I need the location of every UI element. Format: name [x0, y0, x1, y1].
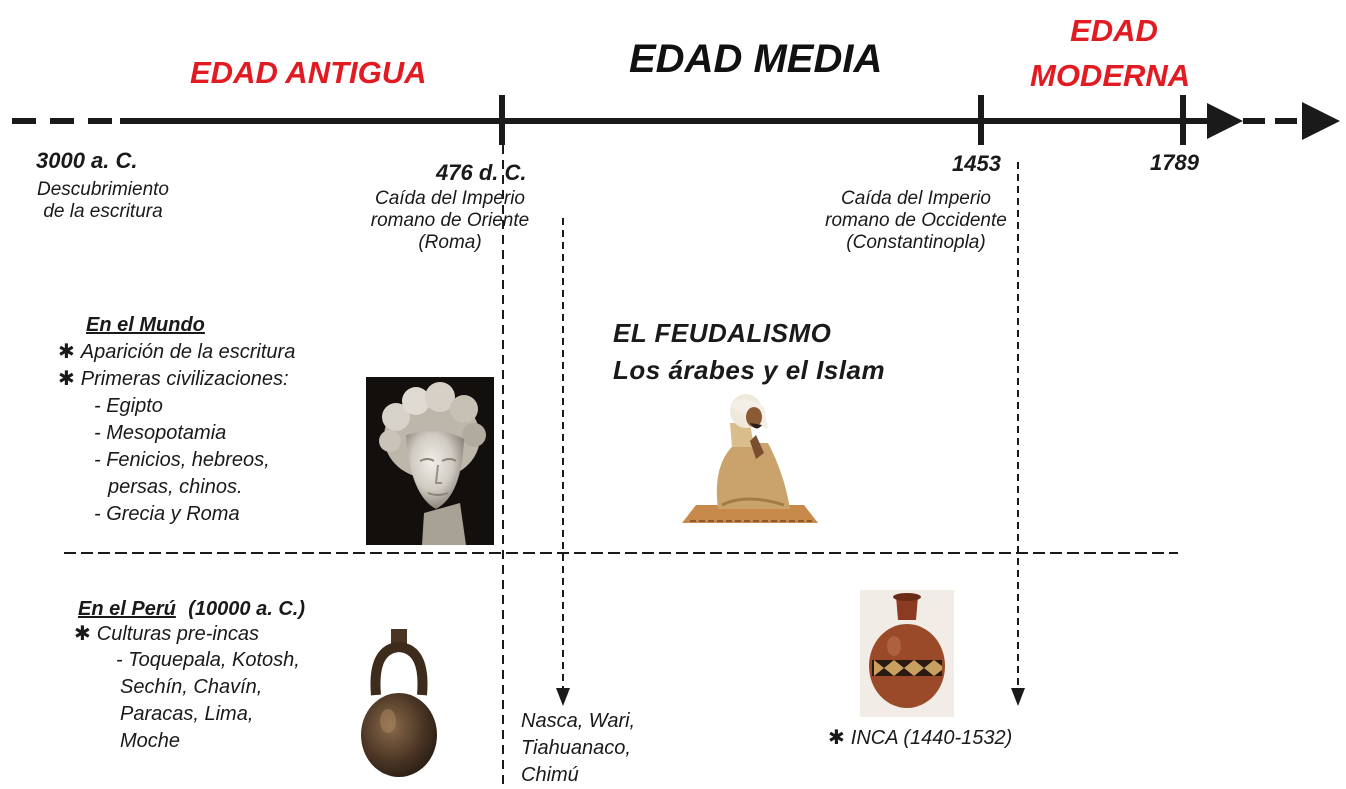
- arrow-media-head: [556, 688, 570, 706]
- mundo-sub-item: - Mesopotamia: [94, 422, 227, 444]
- peru-heading: En el Perú: [78, 598, 176, 620]
- peru-sub-item: - Toquepala, Kotosh,: [116, 649, 300, 671]
- event-constantinopla: Caída del Imperio romano de Occidente (C…: [806, 188, 1026, 254]
- greek-bust-icon: [366, 377, 494, 545]
- peru-item: ✱Culturas pre-incas: [50, 622, 305, 647]
- praying-man-icon: [672, 383, 828, 539]
- date-1789: 1789: [1150, 150, 1199, 175]
- timeline-arrow-2: [1302, 102, 1340, 140]
- event-constantinopla-line: romano de Occidente: [825, 210, 1007, 231]
- event-roma-line: Caída del Imperio: [375, 188, 525, 209]
- mundo-item-label: Aparición de la escritura: [80, 341, 296, 363]
- era-moderna-line2: MODERNA: [1030, 58, 1191, 93]
- arrow-inca-head: [1011, 688, 1025, 706]
- feudalismo-title: EL FEUDALISMO: [613, 318, 832, 348]
- event-escritura-line: Descubrimiento: [37, 179, 169, 200]
- mundo-item-label: Primeras civilizaciones:: [80, 368, 289, 390]
- era-antigua: EDAD ANTIGUA: [190, 55, 427, 90]
- mundo-section: En el Mundo ✱Aparición de la escritura ✱…: [58, 314, 295, 528]
- mundo-heading: En el Mundo: [86, 314, 205, 336]
- asterisk-icon: ✱: [74, 623, 91, 645]
- culture-item: Chimú: [521, 764, 579, 786]
- event-roma-line: romano de Oriente: [370, 210, 530, 231]
- peru-section: En el Perú (10000 a. C.) ✱Culturas pre-i…: [50, 598, 305, 755]
- date-3000: 3000 a. C.: [36, 148, 138, 173]
- mundo-item: ✱Aparición de la escritura: [58, 339, 295, 366]
- timeline-arrow-1: [1207, 103, 1243, 139]
- date-476: 476 d. C.: [436, 160, 527, 185]
- cultures-media: Nasca, Wari, Tiahuanaco, Chimú: [521, 708, 635, 789]
- mundo-sub-item: - Egipto: [94, 395, 163, 417]
- mundo-sub-item: - Fenicios, hebreos,: [94, 449, 270, 471]
- mundo-sub-item: persas, chinos.: [108, 476, 243, 498]
- event-roma: Caída del Imperio romano de Oriente (Rom…: [355, 188, 545, 254]
- peru-sub-item: Moche: [120, 730, 181, 752]
- event-constantinopla-line: Caída del Imperio: [841, 188, 991, 209]
- arabes-islam-title: Los árabes y el Islam: [613, 355, 886, 385]
- peru-item-label: Culturas pre-incas: [96, 623, 260, 645]
- era-moderna-line1: EDAD: [1070, 13, 1158, 48]
- asterisk-icon: ✱: [58, 368, 75, 390]
- peru-sub-item: Sechín, Chavín,: [120, 676, 263, 698]
- era-media: EDAD MEDIA: [629, 37, 883, 81]
- inca-item: ✱INCA (1440-1532): [828, 725, 1012, 752]
- date-1453: 1453: [952, 151, 1001, 176]
- stirrup-vessel-icon: [358, 625, 440, 780]
- event-escritura-line: de la escritura: [43, 201, 163, 222]
- culture-item: Nasca, Wari,: [521, 710, 636, 732]
- asterisk-icon: ✱: [58, 341, 75, 363]
- event-roma-line: (Roma): [418, 232, 482, 253]
- inca-jar-icon: [860, 590, 954, 717]
- mundo-item: ✱Primeras civilizaciones:: [58, 366, 295, 393]
- event-escritura: Descubrimiento de la escritura: [28, 179, 178, 223]
- era-moderna: EDAD MODERNA: [1030, 8, 1191, 98]
- event-constantinopla-line: (Constantinopla): [846, 232, 986, 253]
- peru-heading-row: En el Perú (10000 a. C.): [50, 598, 305, 621]
- peru-heading-date: (10000 a. C.): [188, 598, 305, 620]
- culture-item: Tiahuanaco,: [521, 737, 631, 759]
- asterisk-icon: ✱: [828, 727, 845, 749]
- inca-label: INCA (1440-1532): [850, 727, 1013, 749]
- mundo-sub-item: - Grecia y Roma: [94, 503, 240, 525]
- peru-sub-item: Paracas, Lima,: [120, 703, 254, 725]
